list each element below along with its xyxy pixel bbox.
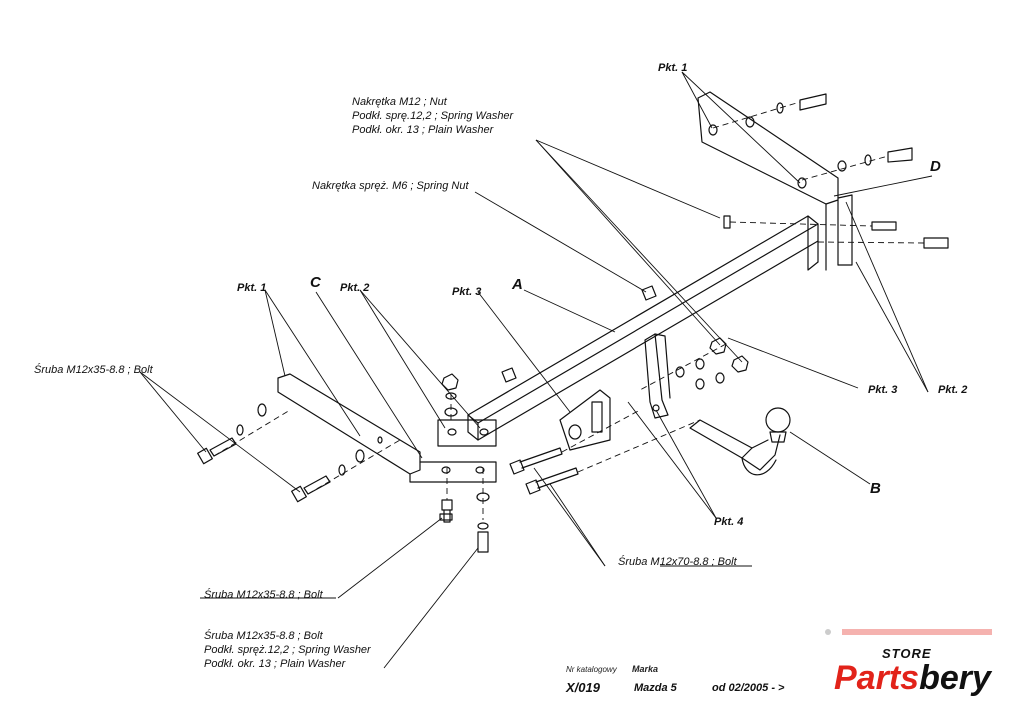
nuts-center-right (675, 337, 749, 390)
logo-wordmark: Partsbery (834, 658, 991, 698)
tow-ball-b (689, 407, 791, 476)
point-label-pkt2-right: Pkt. 2 (938, 384, 968, 396)
bolt-top-right-1 (745, 93, 827, 128)
point-label-pkt3-left: Pkt. 3 (452, 286, 482, 298)
bolt-long-lower (525, 467, 579, 495)
part-letter-a: A (512, 276, 523, 293)
part-letter-c: C (310, 274, 321, 291)
callout-bolt-bottom: Śruba M12x35-8.8 ; Bolt (204, 589, 323, 601)
part-letter-d: D (930, 158, 941, 175)
title-model: Mazda 5 (634, 682, 677, 694)
nuts-top-left (441, 373, 459, 417)
logo-parts-text: Parts (834, 659, 920, 697)
hanger-bracket (644, 333, 671, 419)
callout-nut-line1: Nakrętka M12 ; Nut (352, 96, 447, 108)
callout-nut-line2: Podkł. sprę.12,2 ; Spring Washer (352, 110, 514, 122)
callout-bolt-group-line1: Śruba M12x35-8.8 ; Bolt (204, 630, 323, 642)
spring-nut-left (501, 367, 517, 383)
leader-lines (139, 71, 933, 669)
title-date: od 02/2005 - > (712, 682, 785, 694)
partsbery-logo: STORE Partsbery (820, 628, 1010, 713)
bolt-left-lower (291, 475, 331, 503)
logo-store-text: STORE (882, 646, 932, 661)
point-label-pkt4: Pkt. 4 (714, 516, 744, 528)
mounting-plate (559, 389, 611, 451)
callout-bolt-left: Śruba M12x35-8.8 ; Bolt (34, 364, 153, 376)
bolt-right-mid (723, 215, 949, 249)
assembly-lines (213, 101, 925, 520)
point-label-pkt2-left: Pkt. 2 (340, 282, 370, 294)
point-label-pkt3-right: Pkt. 3 (868, 384, 898, 396)
bolt-long-upper (509, 447, 563, 475)
title-brand-caption: Marka (632, 664, 659, 674)
bolt-bottom-left (439, 499, 453, 523)
bracket-c (277, 373, 497, 483)
logo-bery-text: bery (919, 659, 991, 697)
title-catalog-caption: Nr katalogowy (566, 665, 617, 674)
spring-nut-right (641, 285, 657, 301)
bolt-left-upper (197, 437, 237, 465)
crossbar-a (467, 215, 819, 441)
point-label-pkt1-top: Pkt. 1 (658, 62, 688, 74)
title-catalog-number: X/019 (566, 680, 600, 695)
callout-bolt-group-line3: Podkł. okr. 13 ; Plain Washer (204, 658, 346, 670)
logo-red-strip (825, 629, 992, 635)
part-letter-b: B (870, 480, 881, 497)
callout-bolt-group-line2: Podkł. spręż.12,2 ; Spring Washer (204, 644, 371, 656)
callout-bolt-long: Śruba M12x70-8.8 ; Bolt (618, 556, 737, 568)
callout-spring-nut: Nakrętka spręż. M6 ; Spring Nut (312, 180, 469, 192)
washers-left (236, 403, 383, 476)
point-label-pkt1-left: Pkt. 1 (237, 282, 267, 294)
callout-nut-line3: Podkł. okr. 13 ; Plain Washer (352, 124, 494, 136)
bolt-top-right-2 (837, 147, 913, 172)
bracket-d (697, 91, 853, 271)
